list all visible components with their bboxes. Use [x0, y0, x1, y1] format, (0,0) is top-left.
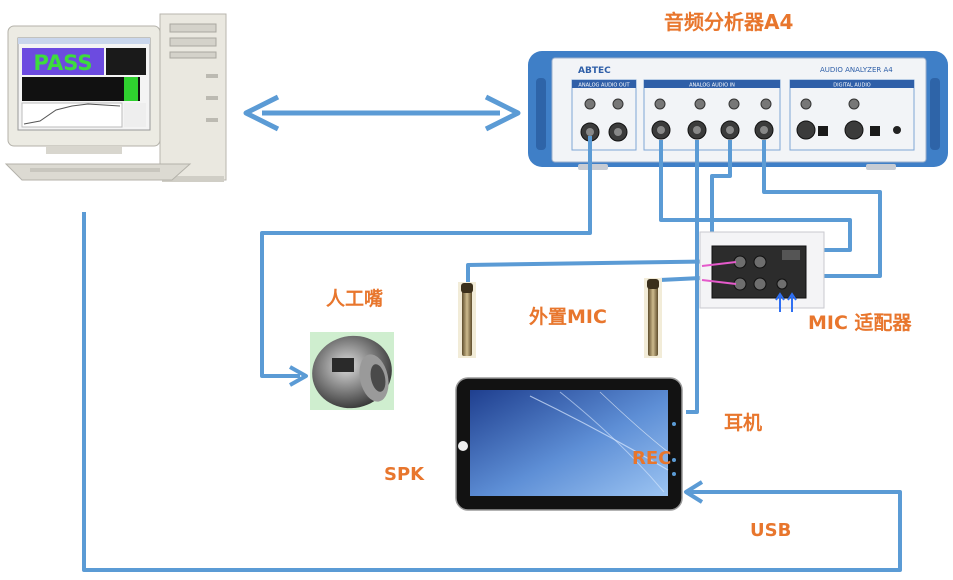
analog-in-title: ANALOG AUDIO IN [689, 83, 735, 89]
cable-usb [82, 212, 902, 572]
label-external-mic: 外置MIC [529, 306, 607, 328]
analyzer-model: AUDIO ANALYZER A4 [820, 66, 893, 74]
hp-logo-icon [458, 441, 468, 451]
label-usb: USB [750, 520, 792, 541]
label-mic-adapter: MIC 适配器 [808, 312, 912, 334]
label-spk: SPK [384, 464, 425, 485]
analog-out-section: ANALOG AUDIO OUT [571, 79, 637, 151]
pass-banner [22, 48, 104, 75]
computer-icon: PASS [4, 13, 227, 182]
digital-audio-title: DIGITAL AUDIO [833, 83, 871, 89]
cable-in1-adapter [659, 140, 852, 252]
cable-in2-earphone [686, 140, 699, 414]
digital-audio-section: DIGITAL AUDIO [789, 79, 915, 151]
analog-in-section: ANALOG AUDIO IN [643, 79, 781, 151]
cable-usb-arrowhead [684, 480, 704, 504]
pc-monitor: PASS [4, 25, 192, 181]
label-earphone: 耳机 [724, 412, 763, 434]
artificial-mouth-device [310, 332, 394, 410]
label-audio-analyzer: 音频分析器A4 [664, 10, 794, 34]
cable-in4-adapter [762, 140, 882, 278]
pc-analyzer-link-arrow [243, 94, 521, 132]
cable-out-to-mouth [260, 136, 592, 378]
mic-adapter-device [699, 231, 825, 312]
cable-out-arrowhead [289, 365, 308, 387]
external-mic-right [644, 278, 662, 358]
pass-status: PASS [33, 51, 92, 75]
analyzer-brand: ABTEC [578, 66, 611, 76]
analog-out-title: ANALOG AUDIO OUT [578, 83, 630, 89]
external-mic-left [458, 282, 476, 358]
label-rec: REC [632, 448, 672, 469]
audio-analyzer-device: ABTEC AUDIO ANALYZER A4 ANALOG AUDIO OUT… [528, 51, 948, 170]
cable-in3-adapter [710, 140, 732, 232]
tablet-device [455, 377, 683, 511]
pc-tower [159, 13, 227, 182]
label-artificial-mouth: 人工嘴 [326, 288, 384, 310]
